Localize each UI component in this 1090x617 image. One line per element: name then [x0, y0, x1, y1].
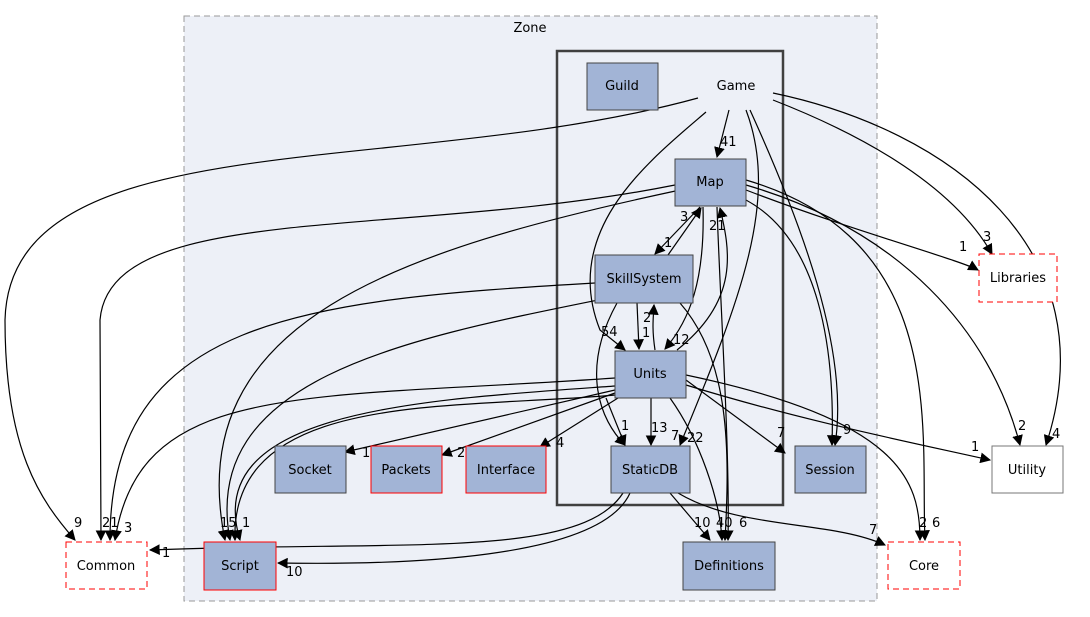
edge-label: 15	[220, 516, 237, 531]
node-skillsystem[interactable]: SkillSystem	[594, 254, 694, 304]
edge-label: 4	[1052, 427, 1060, 442]
svg-text:Units: Units	[633, 367, 666, 382]
edge-label: 1	[242, 516, 250, 531]
edge-label: 1	[621, 419, 629, 434]
edge-label: 1	[959, 240, 967, 255]
svg-text:Socket: Socket	[288, 463, 332, 478]
svg-text:Libraries: Libraries	[990, 271, 1046, 286]
node-packets[interactable]: Packets	[370, 445, 443, 494]
edge-label: 7	[671, 429, 679, 444]
edge-label: 2	[457, 446, 465, 461]
cluster-zone-label: Zone	[513, 21, 546, 36]
node-units[interactable]: Units	[614, 350, 687, 399]
node-staticdb[interactable]: StaticDB	[610, 445, 691, 494]
edge-label: 9	[843, 423, 851, 438]
node-map[interactable]: Map	[674, 158, 747, 207]
svg-text:StaticDB: StaticDB	[622, 463, 678, 478]
node-script[interactable]: Script	[203, 541, 277, 591]
node-socket[interactable]: Socket	[274, 445, 347, 494]
svg-text:Definitions: Definitions	[694, 559, 764, 574]
edge-label: 41	[720, 135, 737, 150]
svg-text:Script: Script	[221, 559, 259, 574]
edge-label: 54	[601, 325, 618, 340]
edge-label: 3	[124, 521, 132, 536]
edge-label: 3	[983, 230, 991, 245]
svg-text:Utility: Utility	[1008, 463, 1047, 478]
edge-label: 21	[102, 516, 119, 531]
edge-label: 6	[739, 516, 747, 531]
edge-label: 9	[74, 516, 82, 531]
edge-label: 2	[919, 516, 927, 531]
edge-labels: 41 3 4 9 9 1 3 21 1 2 21 1 2 12 54 3 13 …	[74, 135, 1060, 580]
edge-label: 10	[694, 516, 711, 531]
svg-text:SkillSystem: SkillSystem	[606, 272, 681, 287]
svg-text:Interface: Interface	[477, 463, 535, 478]
svg-text:Map: Map	[696, 175, 723, 190]
edge-label: 7	[869, 523, 877, 538]
svg-text:Packets: Packets	[381, 463, 431, 478]
edges	[4, 92, 1061, 569]
node-core[interactable]: Core	[887, 541, 961, 590]
edge-label: 1	[162, 546, 170, 561]
edge-label: 21	[709, 219, 726, 234]
edge-label: 1	[971, 440, 979, 455]
node-common[interactable]: Common	[65, 541, 148, 590]
edge-label: 40	[716, 516, 733, 531]
cluster-game-label: Game	[717, 79, 756, 94]
node-definitions[interactable]: Definitions	[682, 541, 776, 591]
edge-label: 1	[642, 326, 650, 341]
node-session[interactable]: Session	[794, 445, 867, 494]
node-guild[interactable]: Guild	[586, 62, 659, 111]
edge-label: 12	[673, 333, 690, 348]
node-libraries[interactable]: Libraries	[978, 253, 1058, 303]
edge-label: 2	[643, 311, 651, 326]
edge-label: 4	[556, 436, 564, 451]
svg-text:Guild: Guild	[605, 79, 639, 94]
edge-label: 22	[687, 431, 704, 446]
svg-text:Core: Core	[909, 559, 939, 574]
edge-label: 7	[777, 426, 785, 441]
node-interface[interactable]: Interface	[465, 445, 547, 494]
edge-label: 13	[651, 421, 668, 436]
edge-label: 1	[362, 446, 370, 461]
edge-label: 1	[664, 236, 672, 251]
edge-label: 3	[680, 210, 688, 225]
svg-text:Common: Common	[77, 559, 136, 574]
edge-label: 10	[286, 565, 303, 580]
svg-text:Session: Session	[805, 463, 855, 478]
edge-label: 2	[1018, 419, 1026, 434]
edge-label: 6	[932, 516, 940, 531]
node-utility[interactable]: Utility	[991, 445, 1064, 494]
